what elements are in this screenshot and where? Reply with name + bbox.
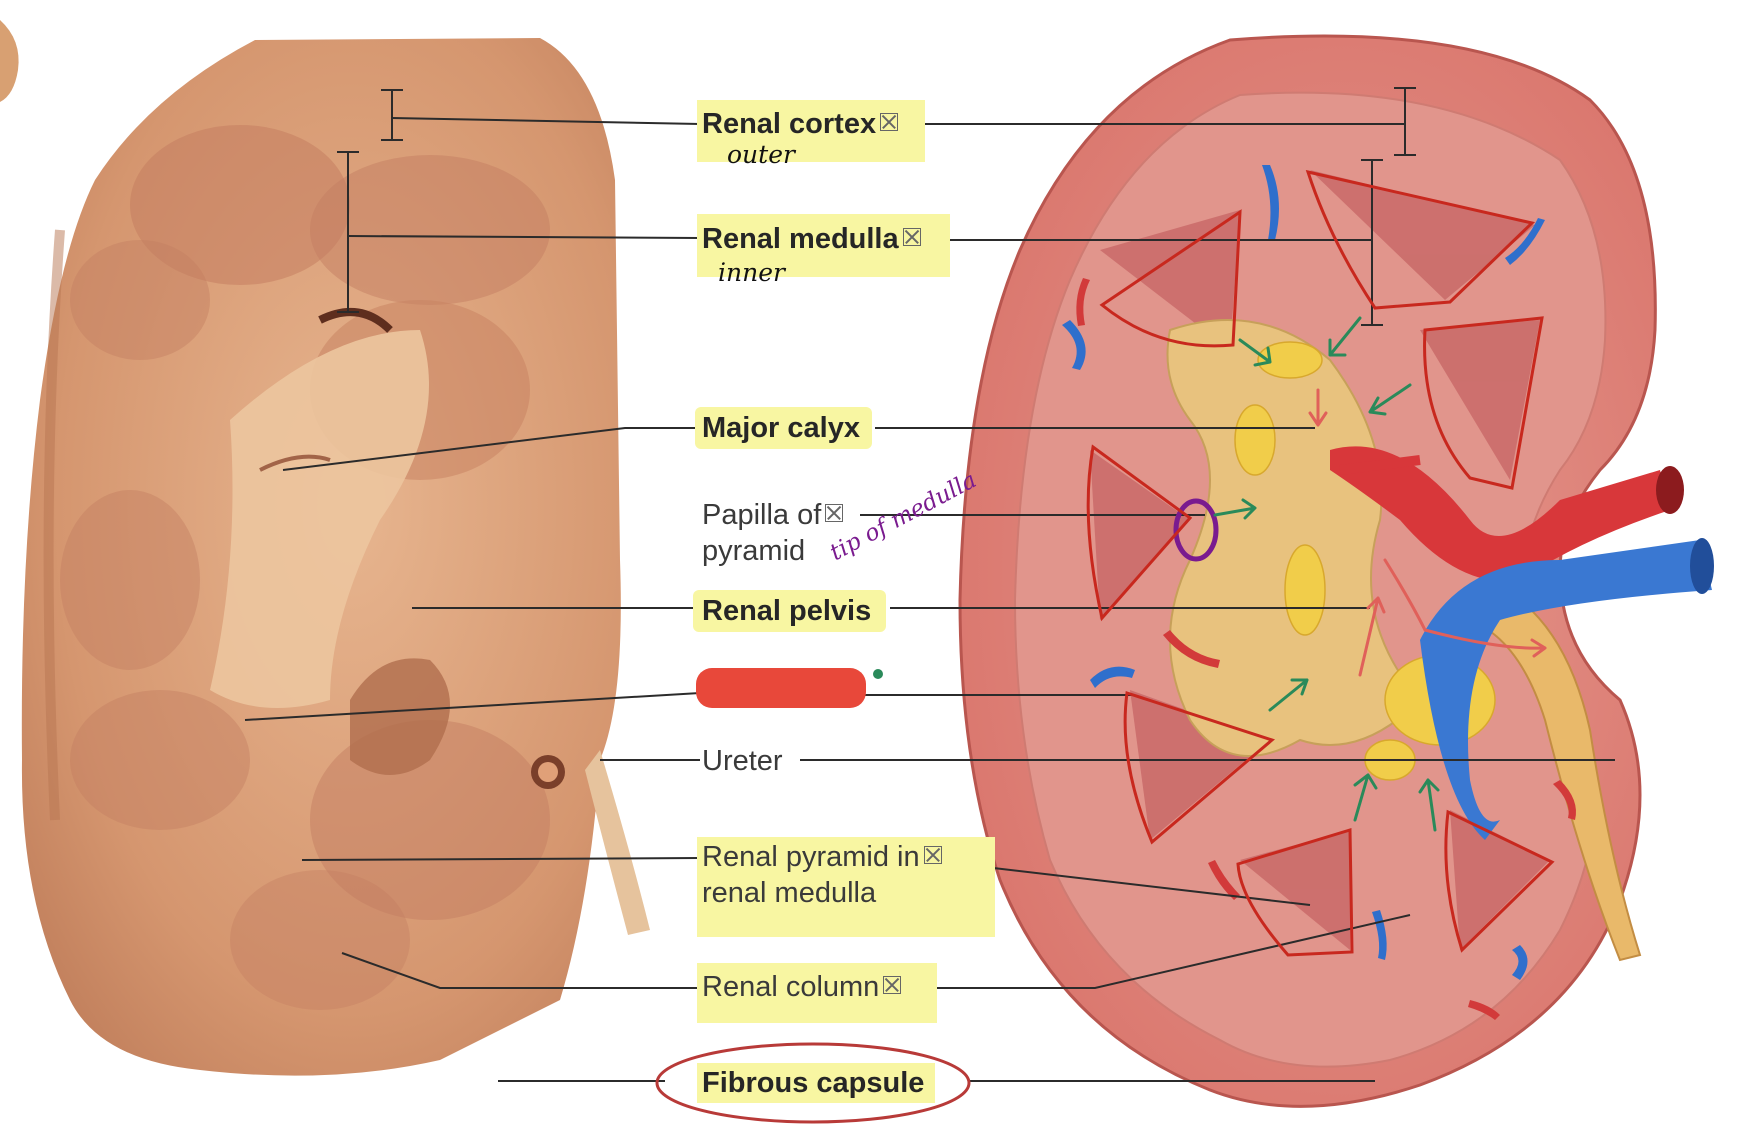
renal-medulla-text: Renal medulla bbox=[702, 223, 899, 255]
label-renal-cortex: Renal cortex bbox=[702, 106, 899, 142]
checkbox-icon bbox=[883, 976, 902, 995]
highlight-renal-pyramid bbox=[697, 837, 995, 937]
label-major-calyx: Major calyx bbox=[702, 412, 860, 444]
label-fibrous-capsule: Fibrous capsule bbox=[702, 1067, 925, 1099]
label-papilla-line1: Papilla of bbox=[702, 497, 844, 533]
highlight-fibrous-capsule bbox=[697, 1063, 935, 1103]
leader-lines bbox=[244, 87, 1615, 1082]
corner-fragment bbox=[0, 20, 19, 102]
checkbox-icon bbox=[902, 228, 921, 247]
label-renal-medulla: Renal medulla bbox=[702, 221, 921, 257]
highlight-renal-pelvis bbox=[693, 590, 886, 632]
pyramid-outlines bbox=[1086, 169, 1555, 957]
renal-column-text: Renal column bbox=[702, 971, 880, 1003]
green-arrows bbox=[1213, 316, 1440, 832]
label-pyramid-line1: Renal pyramid in bbox=[702, 839, 942, 875]
checkbox-icon bbox=[825, 504, 844, 523]
redacted-mark bbox=[696, 668, 866, 708]
highlight-major-calyx bbox=[695, 407, 872, 449]
note-inner: inner bbox=[718, 258, 785, 287]
pink-arrows bbox=[1308, 388, 1547, 677]
label-pyramid-line2: renal medulla bbox=[702, 877, 877, 909]
green-dot bbox=[873, 669, 883, 679]
label-renal-pelvis: Renal pelvis bbox=[702, 595, 872, 627]
label-ureter: Ureter bbox=[702, 745, 783, 777]
note-outer: outer bbox=[727, 140, 795, 169]
papilla-line1-text: Papilla of bbox=[702, 499, 822, 531]
checkbox-icon bbox=[880, 113, 899, 132]
papilla-circle bbox=[1173, 498, 1219, 562]
kidney-illustration bbox=[958, 34, 1714, 1108]
label-renal-column: Renal column bbox=[702, 969, 902, 1005]
kidney-photo bbox=[21, 38, 650, 1076]
label-papilla-line2: pyramid bbox=[702, 535, 806, 567]
fibrous-capsule-circle bbox=[655, 1042, 971, 1124]
pyramid-line1-text: Renal pyramid in bbox=[702, 841, 920, 873]
checkbox-icon bbox=[923, 846, 942, 865]
renal-cortex-text: Renal cortex bbox=[702, 108, 877, 140]
hand-annotations bbox=[655, 169, 1555, 1124]
